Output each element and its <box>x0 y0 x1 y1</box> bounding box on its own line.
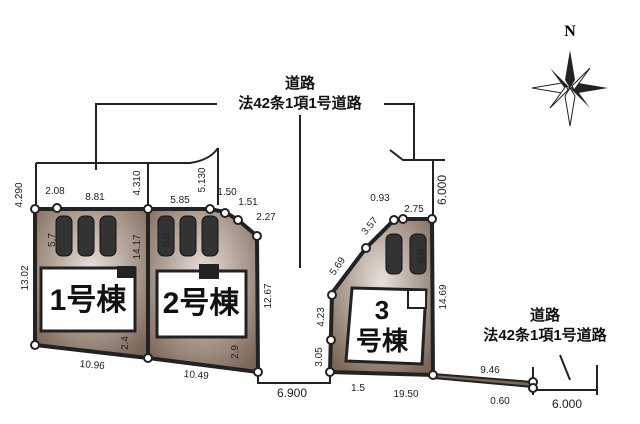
building-1[interactable] <box>39 266 137 333</box>
dim-10-49: 10.49 <box>183 369 209 382</box>
road-right-line2: 法42条1項1号道路 <box>483 326 607 344</box>
dim-6900: 6.900 <box>277 386 307 400</box>
road-right-boundary <box>532 354 598 395</box>
dim-4310: 4.310 <box>132 170 143 195</box>
dim-4-23: 4.23 <box>316 307 327 327</box>
parking-cars-lot-2 <box>157 215 219 257</box>
entrance-icon <box>199 264 219 279</box>
building-2[interactable] <box>155 269 248 339</box>
dim-12-67: 12.67 <box>263 283 274 308</box>
dim-4290: 4.290 <box>14 182 25 207</box>
dim-5-7: 5.7 <box>47 233 58 247</box>
dim-13-02: 13.02 <box>20 265 31 290</box>
dim-1-50: 1.50 <box>217 187 237 198</box>
dim-2-27: 2.27 <box>256 212 276 223</box>
dim-6-9: 6.9 <box>416 249 427 263</box>
dim-0-93: 0.93 <box>370 193 390 204</box>
road-right-line1: 道路 <box>530 306 561 324</box>
dim-2-4: 2.4 <box>120 336 131 350</box>
dim-0-60: 0.60 <box>490 396 510 407</box>
parking-cars-lot-1 <box>55 215 117 257</box>
dim-3-05: 3.05 <box>314 347 325 367</box>
dim-2-75: 2.75 <box>404 204 424 215</box>
dim-14-17: 14.17 <box>132 234 143 259</box>
dim-14-69: 14.69 <box>438 284 449 309</box>
dim-1-51: 1.51 <box>238 197 258 208</box>
boundary-markers <box>30 203 538 393</box>
dim-19-50: 19.50 <box>393 389 418 400</box>
dim-5-9: 5.9 <box>161 233 172 247</box>
building-3-label: 号棟 <box>356 326 409 356</box>
building-3-label-number: 3 <box>375 295 389 325</box>
parking-cars-lot-3 <box>385 233 427 275</box>
north-label: N <box>564 23 576 40</box>
road-top-line1: 道路 <box>285 74 316 92</box>
road-top-boundary <box>95 103 415 268</box>
building-1-label: 1号棟 <box>50 284 128 317</box>
building-2-label: 2号棟 <box>163 287 241 320</box>
dim-8-81: 8.81 <box>85 192 105 203</box>
building-3[interactable] <box>344 286 428 366</box>
dim-6000-top: 6.000 <box>435 175 449 205</box>
dim-6000-bottom: 6.000 <box>552 397 582 411</box>
entrance-icon <box>117 266 135 278</box>
dim-5-85: 5.85 <box>170 195 190 206</box>
dim-5130: 5.130 <box>197 167 208 192</box>
dim-2-9: 2.9 <box>230 345 241 359</box>
dim-9-46: 9.46 <box>480 365 500 376</box>
dim-1-5: 1.5 <box>351 383 365 394</box>
road-edges <box>35 147 445 219</box>
compass-rose-icon <box>531 50 608 127</box>
road-top-line2: 法42条1項1号道路 <box>238 94 362 112</box>
dim-10-96: 10.96 <box>79 359 105 372</box>
entrance-icon <box>407 289 427 309</box>
dim-2-08: 2.08 <box>45 186 65 197</box>
